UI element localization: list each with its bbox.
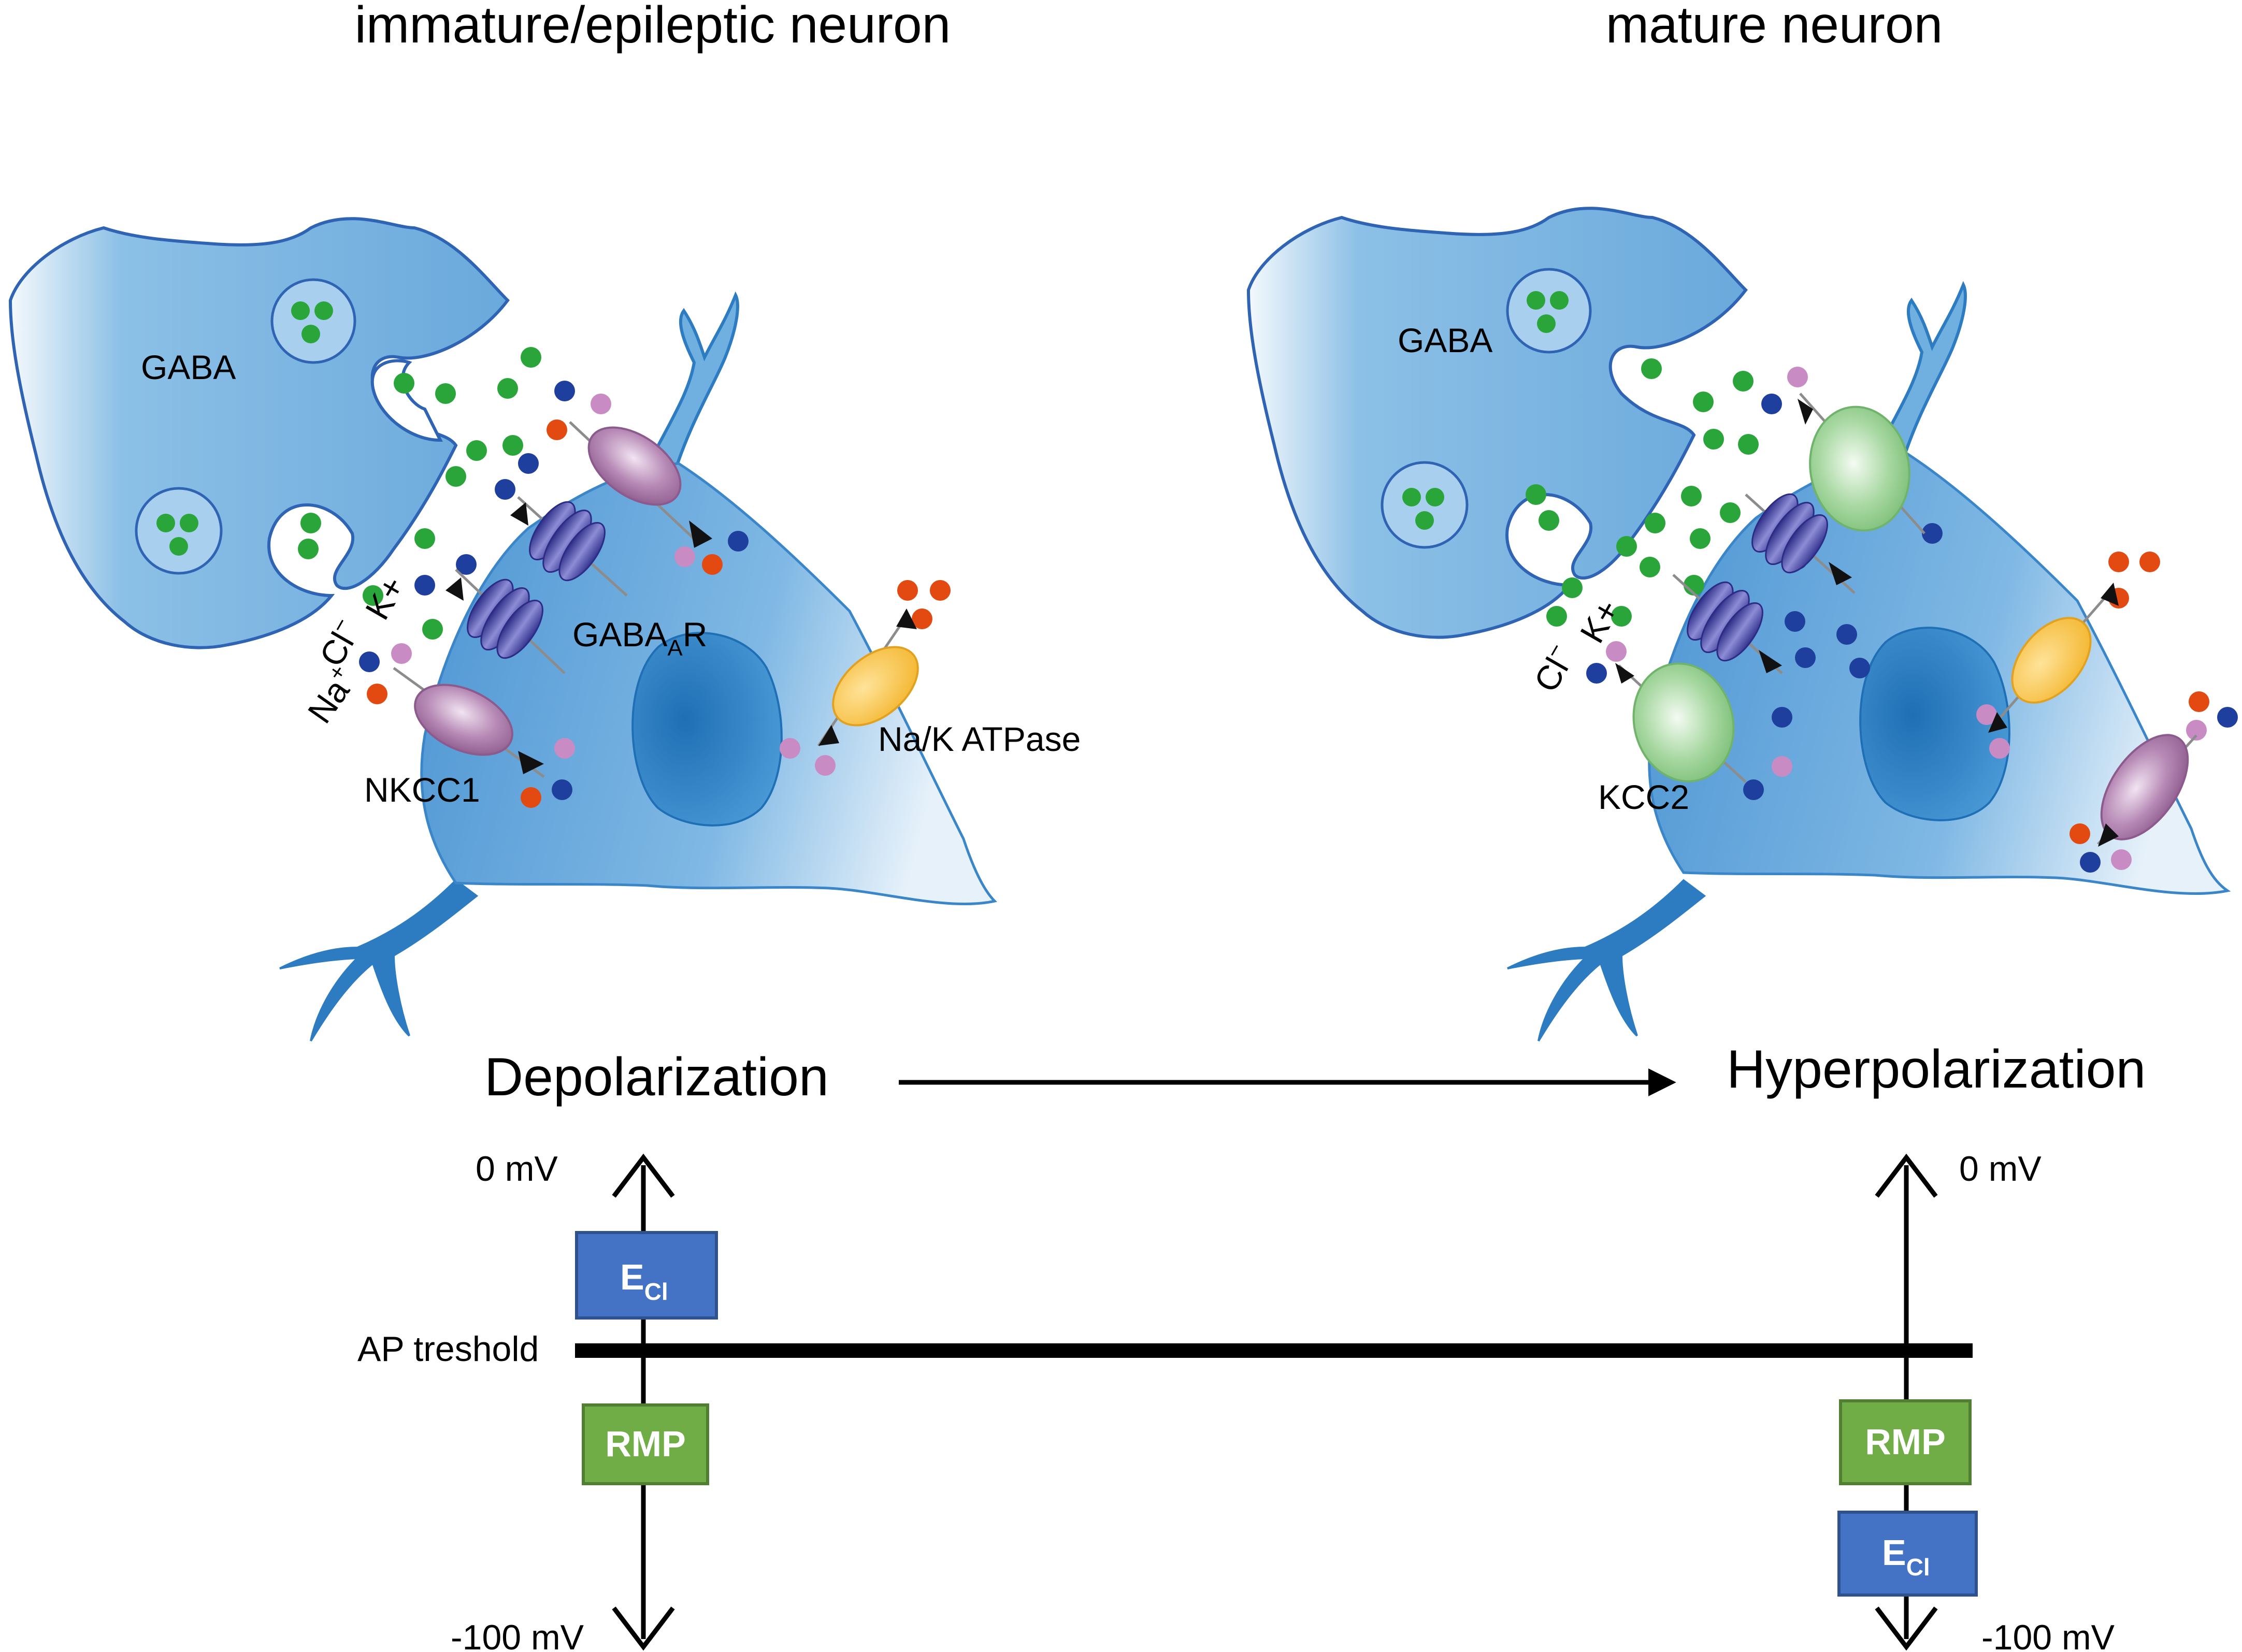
na-k-atpase-right (1988, 583, 2119, 733)
nkcc1-transporter-lower (393, 666, 545, 778)
kcc2-label: KCC2 (1598, 778, 1689, 816)
nucleus (631, 632, 783, 827)
svg-text:RMP: RMP (1865, 1422, 1946, 1462)
na-k-atpase-label: Na/K ATPase (878, 720, 1081, 758)
potassium-ion-label: K+ (1573, 593, 1627, 649)
gabaa-receptor-label: GABAAR (572, 615, 707, 661)
gaba-vesicle-2 (135, 487, 223, 575)
left-gaba-label: GABA (141, 348, 236, 386)
presynaptic-terminal (8, 217, 510, 649)
sodium-ion-label: Na+ (298, 660, 364, 730)
gabaa-receptor-upper (1745, 493, 1856, 594)
gabaa-receptor-lower (445, 569, 566, 674)
dendrite-bottom (279, 879, 479, 1042)
right-gaba-label: GABA (1398, 321, 1492, 359)
dendrite-top (1873, 281, 1967, 469)
gaba-vesicle-1 (270, 278, 356, 364)
left-rmp-box: RMP (582, 1403, 709, 1485)
na-k-atpase-left (817, 608, 919, 747)
left-ecl-box: ECl (575, 1231, 718, 1320)
svg-text:RMP: RMP (605, 1424, 686, 1464)
right-panel-title: mature neuron (1606, 0, 1943, 54)
gabaa-receptor-lower (1672, 574, 1783, 674)
svg-text:ECl: ECl (620, 1257, 668, 1305)
presynaptic-terminal (1246, 207, 1748, 639)
depolarization-label: Depolarization (484, 1047, 829, 1107)
hyperpolarization-label: Hyperpolarization (1727, 1039, 2146, 1099)
left-ion-dots (298, 347, 951, 808)
dendrite-top (645, 291, 739, 479)
dendrite-bottom (1507, 879, 1706, 1042)
nucleus (1859, 627, 2010, 821)
gaba-vesicle-2 (1381, 461, 1469, 549)
right-zero-mv-label: 0 mV (1959, 1149, 2042, 1189)
right-minus-100-mv-label: -100 mV (1981, 1618, 2115, 1652)
ap-threshold-label: AP treshold (357, 1329, 539, 1369)
gaba-vesicle-1 (1506, 268, 1592, 354)
nkcc1-transporter-right (2097, 734, 2197, 847)
right-ecl-box: ECl (1837, 1511, 1978, 1597)
chloride-ion-label: Cl− (1524, 639, 1582, 699)
left-voltage-axis (612, 1153, 675, 1651)
nkcc1-transporter-upper (569, 421, 712, 548)
svg-text:ECl: ECl (1882, 1532, 1930, 1581)
chloride-ion-label: Cl− (310, 613, 368, 673)
gabaa-receptor-upper (510, 496, 628, 597)
kcc2-transporter-lower (1615, 662, 1747, 783)
left-zero-mv-label: 0 mV (476, 1149, 558, 1189)
left-minus-100-mv-label: -100 mV (451, 1618, 584, 1652)
kcc2-transporter-upper (1798, 393, 1925, 534)
right-rmp-box: RMP (1839, 1399, 1972, 1485)
nkcc1-label: NKCC1 (364, 771, 480, 809)
left-panel-title: immature/epileptic neuron (355, 0, 951, 54)
